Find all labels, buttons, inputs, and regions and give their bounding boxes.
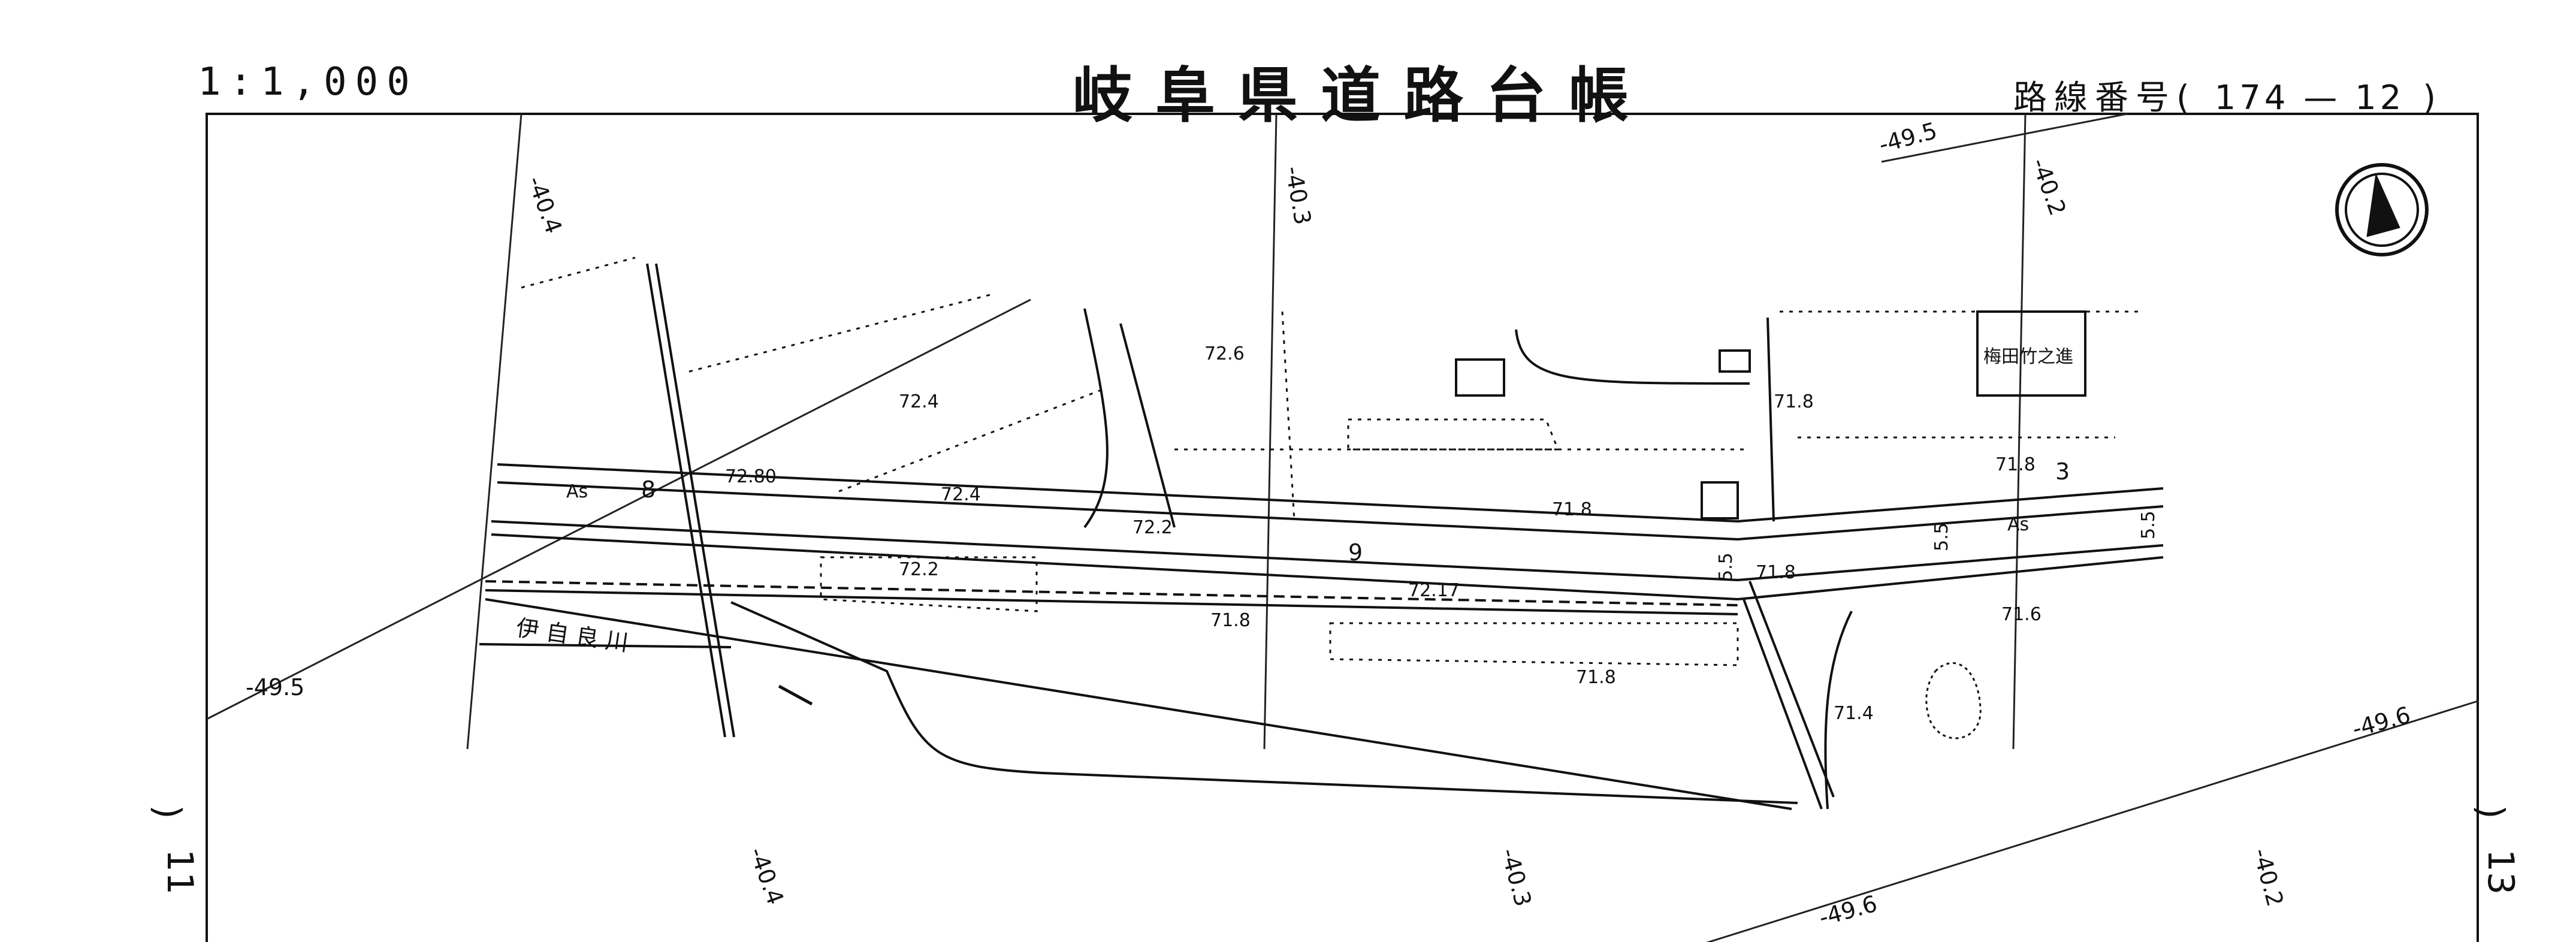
- route-suffix: ): [2423, 78, 2444, 117]
- right-paren: ): [2469, 805, 2512, 819]
- elevation-72-2-a: 72.2: [1133, 517, 1173, 538]
- owner-name: 梅田竹之進: [1983, 346, 2073, 367]
- elevation-71-8-f: 71.8: [1576, 667, 1616, 688]
- left-paren: ): [146, 805, 189, 819]
- surface-label-right: As: [2007, 514, 2029, 535]
- surface-label-left: As: [566, 481, 588, 502]
- road: [485, 463, 2164, 615]
- elevation-71-8-b: 71.8: [1774, 391, 1814, 412]
- elevation-72-4-a: 72.4: [899, 391, 939, 412]
- elevation-71-8-c: 71.8: [1995, 454, 2036, 475]
- road-width-a: 5.5: [1716, 552, 1737, 581]
- elevation-71-6: 71.6: [2001, 604, 2042, 625]
- route-number-value: 174 — 12: [2214, 78, 2405, 117]
- map-frame: [206, 113, 2479, 942]
- grid-label-bottom-40-2: -40.2: [2248, 846, 2288, 909]
- elevation-72-80: 72.80: [725, 466, 777, 487]
- grid-label-top-40-4: -40.4: [523, 173, 567, 237]
- grid-label-bottom-40-4: -40.4: [744, 844, 789, 908]
- river-bank: [479, 598, 1798, 810]
- route-number: 路線番号( 174 — 12 ): [2013, 71, 2443, 119]
- elevation-72-6: 72.6: [1204, 343, 1245, 364]
- elevation-72-2-b: 72.2: [899, 559, 939, 580]
- map-scale: 1:1,000: [198, 60, 418, 104]
- right-sheet-number: 13: [2480, 849, 2522, 895]
- station-3: 3: [2055, 458, 2070, 485]
- elevation-71-8-a: 71.8: [1552, 499, 1592, 520]
- grid-lines: [206, 113, 2478, 942]
- elevation-72-17: 72.17: [1408, 580, 1460, 601]
- elevation-71-4: 71.4: [1834, 703, 1874, 724]
- left-sheet-number: 11: [159, 849, 201, 895]
- grid-label-right-49-6: -49.6: [2349, 702, 2413, 742]
- pond: [1925, 662, 1982, 739]
- north-arrow-icon: [2335, 163, 2429, 256]
- grid-label-bottom-49-6: -49.6: [1816, 890, 1880, 931]
- map-title: 岐阜県道路台帳: [1073, 61, 1651, 131]
- owner-building: [1976, 310, 2086, 397]
- road-width-c: 5.5: [2138, 511, 2159, 539]
- grid-label-bottom-40-3: -40.3: [1496, 846, 1536, 909]
- side-roads: [646, 263, 1853, 810]
- station-8: 8: [641, 476, 656, 503]
- lot-boundaries: [521, 256, 2139, 666]
- route-prefix: 路線番号(: [2013, 78, 2197, 117]
- grid-label-left-49-5: -49.5: [246, 674, 304, 701]
- station-9: 9: [1348, 539, 1363, 566]
- buildings: [1455, 310, 2086, 520]
- grid-label-top-40-3: -40.3: [1280, 164, 1316, 227]
- elevation-72-4-b: 72.4: [941, 484, 981, 505]
- elevation-71-8-e: 71.8: [1210, 610, 1251, 631]
- flow-arrow-icon: [778, 684, 813, 706]
- elevation-71-8-d: 71.8: [1756, 562, 1796, 583]
- road-width-b: 5.5: [1931, 523, 1952, 551]
- grid-label-top-40-2: -40.2: [2027, 155, 2071, 219]
